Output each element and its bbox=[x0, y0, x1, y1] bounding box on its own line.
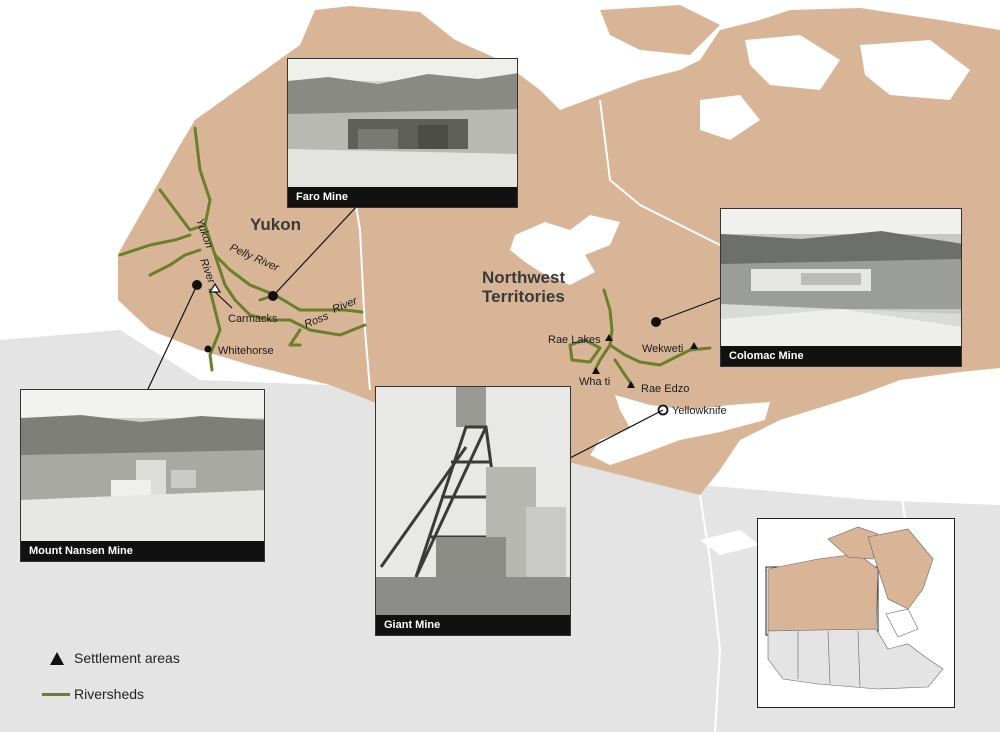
inset-canada-map bbox=[757, 518, 955, 708]
wekweti-triangle-icon bbox=[690, 342, 698, 349]
giant-mine-photo: Giant Mine bbox=[375, 386, 571, 636]
river-line-icon bbox=[42, 692, 70, 696]
mount-nansen-mine-caption: Mount Nansen Mine bbox=[21, 541, 264, 561]
great-bear-lake bbox=[510, 215, 620, 285]
region-nwt-line2: Territories bbox=[482, 287, 565, 306]
region-nwt-line1: Northwest bbox=[482, 268, 565, 287]
place-wekweti: Wekweti bbox=[642, 343, 683, 355]
riversheds bbox=[118, 126, 712, 387]
faro-mine-caption: Faro Mine bbox=[288, 187, 517, 207]
whati-triangle-icon bbox=[592, 367, 600, 374]
legend: Settlement areas Riversheds bbox=[42, 647, 180, 719]
region-yukon: Yukon bbox=[250, 215, 301, 234]
mount-nansen-mine-photo: Mount Nansen Mine bbox=[20, 389, 265, 562]
colomac-mine-photo: Colomac Mine bbox=[720, 208, 962, 367]
triangle-icon bbox=[50, 651, 64, 665]
arctic-water-2 bbox=[860, 40, 970, 100]
place-yellowknife: Yellowknife bbox=[672, 405, 727, 417]
rae-lakes-triangle-icon bbox=[605, 334, 613, 341]
arctic-water-1 bbox=[745, 35, 840, 90]
arctic-island-2 bbox=[820, 115, 1000, 220]
place-rae-lakes: Rae Lakes bbox=[548, 334, 601, 346]
southern-lake bbox=[700, 530, 760, 555]
legend-riversheds-label: Riversheds bbox=[74, 686, 145, 702]
faro-mine-photo: Faro Mine bbox=[287, 58, 518, 208]
place-carmacks: Carmacks bbox=[228, 313, 278, 325]
giant-mine-caption: Giant Mine bbox=[376, 615, 570, 635]
leader-lines bbox=[147, 204, 721, 459]
legend-settlement-label: Settlement areas bbox=[74, 650, 180, 666]
legend-settlement: Settlement areas bbox=[42, 647, 180, 669]
place-whati: Wha ti bbox=[579, 376, 610, 388]
arctic-island-1 bbox=[600, 5, 720, 55]
legend-riversheds: Riversheds bbox=[42, 683, 180, 705]
great-slave-lake bbox=[590, 395, 770, 465]
whitehorse-dot bbox=[204, 345, 212, 353]
colomac-mine-caption: Colomac Mine bbox=[721, 346, 961, 366]
place-rae-edzo: Rae Edzo bbox=[641, 383, 689, 395]
rae-edzo-triangle-icon bbox=[627, 381, 635, 388]
arctic-water-3 bbox=[700, 95, 760, 140]
place-whitehorse: Whitehorse bbox=[218, 345, 274, 357]
